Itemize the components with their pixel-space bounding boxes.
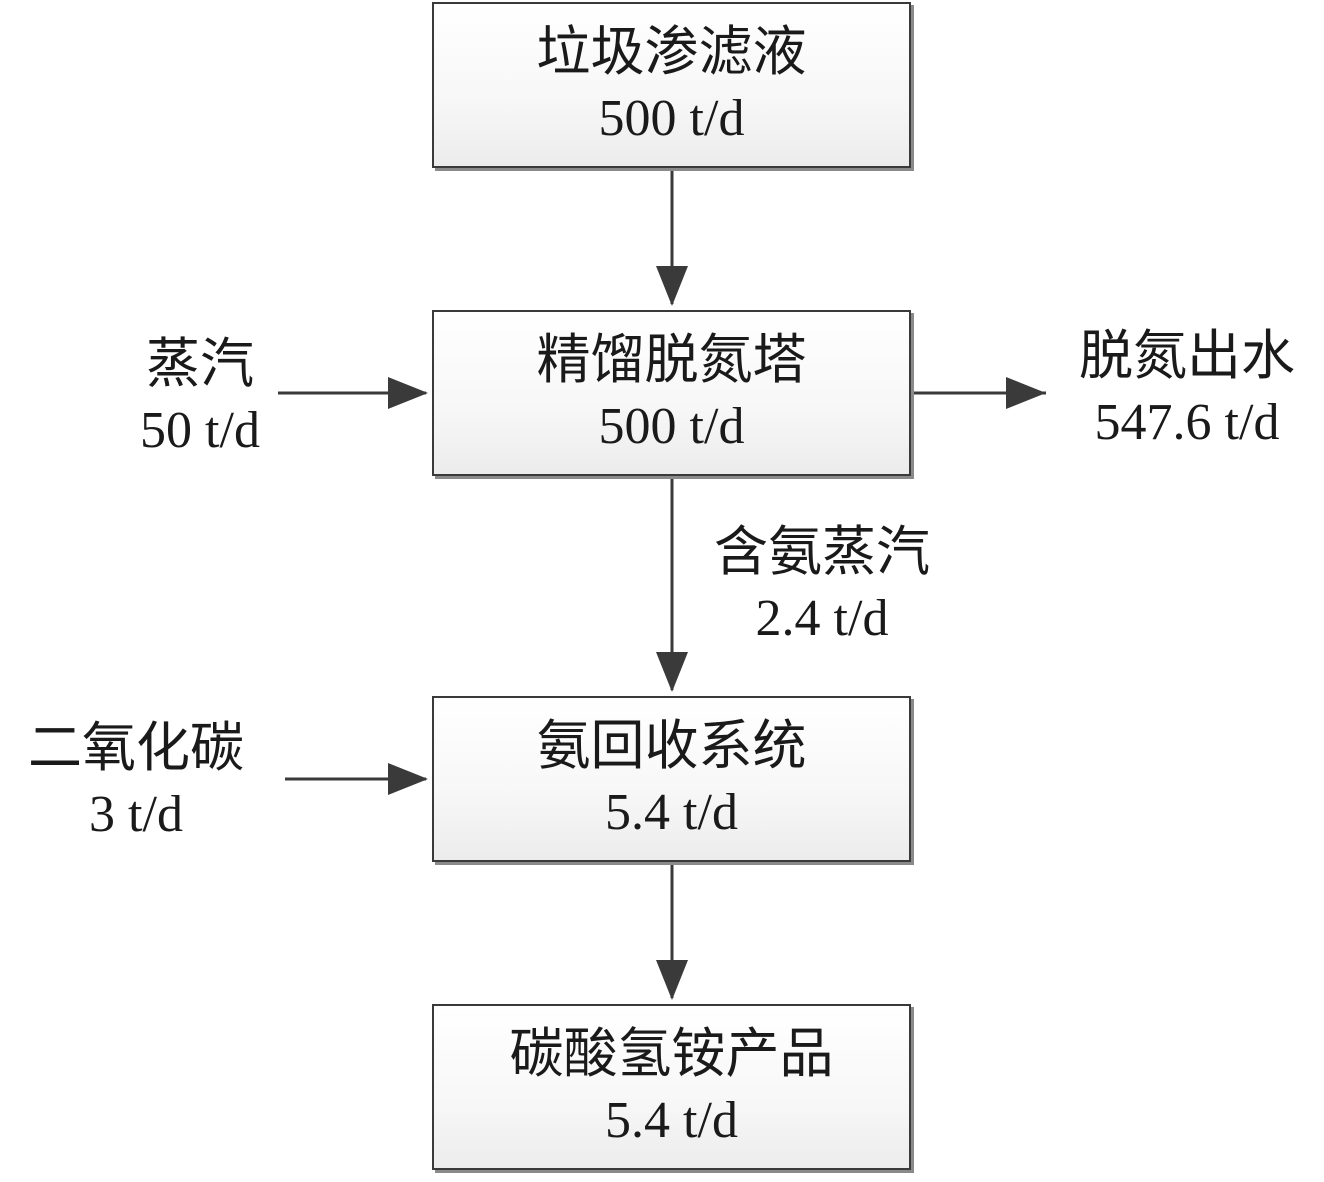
arrowhead-right	[388, 377, 428, 409]
node-leachate-qty: 500 t/d	[598, 90, 745, 147]
flow-steam-name: 蒸汽	[146, 332, 254, 395]
node-ammonia-recovery: 氨回收系统 5.4 t/d	[432, 696, 911, 862]
node-product: 碳酸氢铵产品 5.4 t/d	[432, 1004, 911, 1170]
flow-steam-label: 蒸汽 50 t/d	[112, 330, 288, 464]
flow-ammonia-steam-name: 含氨蒸汽	[714, 520, 930, 583]
node-leachate: 垃圾渗滤液 500 t/d	[432, 2, 911, 168]
node-product-name: 碳酸氢铵产品	[509, 1022, 834, 1085]
node-product-qty: 5.4 t/d	[605, 1092, 738, 1149]
flow-co2-qty: 3 t/d	[89, 786, 183, 843]
arrowhead-right	[388, 763, 428, 795]
node-stripper-qty: 500 t/d	[598, 398, 745, 455]
node-ammonia-recovery-qty: 5.4 t/d	[605, 784, 738, 841]
flow-ammonia-steam-qty: 2.4 t/d	[755, 590, 889, 647]
arrowhead-down	[656, 652, 688, 692]
node-leachate-name: 垃圾渗滤液	[536, 20, 807, 83]
arrowhead-down	[656, 266, 688, 306]
arrowhead-down	[656, 960, 688, 1000]
node-stripper: 精馏脱氮塔 500 t/d	[432, 310, 911, 476]
arrowhead-right	[1006, 377, 1046, 409]
node-stripper-name: 精馏脱氮塔	[536, 328, 807, 391]
flow-steam-qty: 50 t/d	[140, 402, 260, 459]
flow-ammonia-steam-label: 含氨蒸汽 2.4 t/d	[684, 518, 960, 652]
flow-effluent-label: 脱氮出水 547.6 t/d	[1054, 322, 1320, 456]
flow-effluent-name: 脱氮出水	[1079, 324, 1295, 387]
flow-co2-name: 二氧化碳	[28, 716, 244, 779]
flow-co2-label: 二氧化碳 3 t/d	[0, 714, 272, 848]
flow-effluent-qty: 547.6 t/d	[1094, 394, 1280, 451]
node-ammonia-recovery-name: 氨回收系统	[536, 714, 807, 777]
